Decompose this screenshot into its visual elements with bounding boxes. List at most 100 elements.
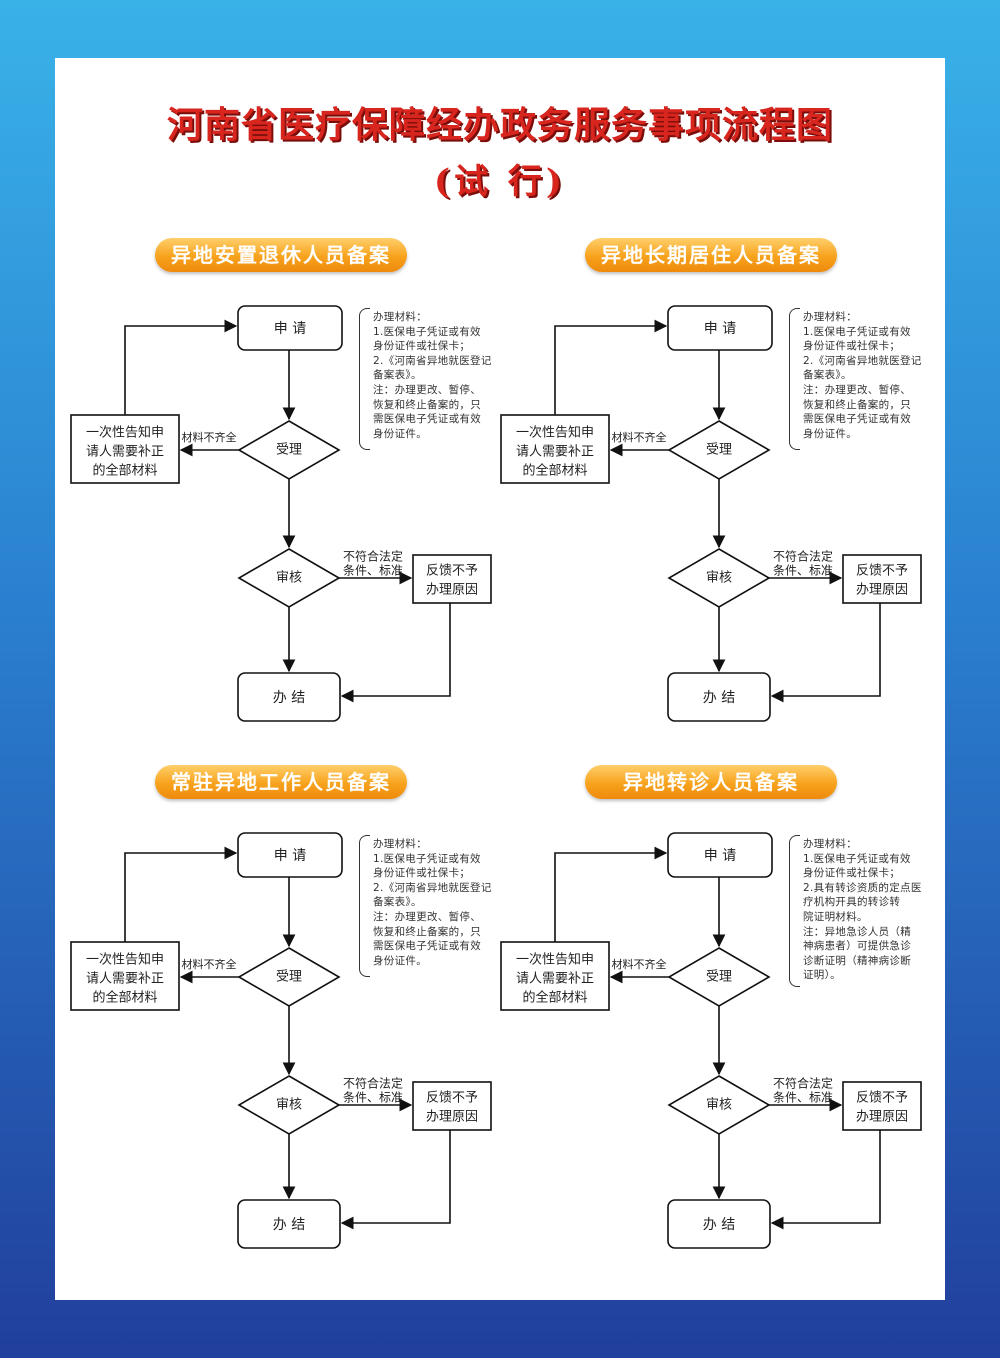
apply-step [237, 305, 343, 351]
apply-step-label: 申 请 [274, 848, 306, 864]
missing-materials-label: 材料不齐全 [612, 430, 667, 444]
review-decision-label: 审核 [706, 571, 732, 586]
apply-step [667, 305, 773, 351]
arrow-feedback-to-done [770, 603, 881, 703]
notify-box-line: 请人需要补正 [86, 445, 164, 460]
notify-box-line: 一次性告知申 [516, 952, 594, 968]
accept-decision-label: 受理 [276, 443, 302, 458]
notify-box-line: 的全部材料 [92, 463, 157, 479]
notify-box-line: 请人需要补正 [86, 972, 164, 987]
review-decision-label: 审核 [276, 1098, 302, 1113]
notes-line: 办理材料： [373, 838, 427, 850]
notes-materials: 办理材料： 1.医保电子凭证或有效身份证件或社保卡；2.《河南省异地就医登记备案表… [373, 310, 523, 441]
notes-materials: 办理材料：1.医保电子凭证或有效身份证件或社保卡；2.《河南省异地就医登记备案表… [803, 310, 953, 441]
notes-line: 2.《河南省异地就医登记 [373, 354, 492, 367]
notes-line: 办理材料： [803, 838, 857, 850]
notes-line: 身份证件或社保卡； [803, 340, 901, 353]
notify-box-line: 的全部材料 [522, 463, 587, 479]
arrow-feedback-to-done [340, 1130, 451, 1230]
notes-line: 需医保电子凭证或有效 [803, 413, 911, 426]
arrow-notify-to-apply [554, 846, 668, 942]
notes-line: 1.医保电子凭证或有效 [373, 325, 481, 338]
notes-line: 办理材料： [803, 311, 857, 323]
notes-bracket [359, 835, 370, 977]
notes-line: 备案表》。 [373, 369, 422, 382]
notify-box-line: 请人需要补正 [516, 972, 594, 987]
review-decision-label: 审核 [276, 571, 302, 586]
notes-line: 需医保电子凭证或有效 [373, 940, 481, 953]
accept-decision-label: 受理 [706, 443, 732, 458]
missing-materials-label: 材料不齐全 [182, 430, 237, 444]
arrow-notify-to-apply [124, 846, 238, 942]
done-step-label: 办 结 [703, 1217, 735, 1233]
notes-bracket [789, 308, 800, 450]
flow-banner-1: 异地安置退休人员备案 [155, 238, 407, 272]
poster-title: 河南省医疗保障经办政务服务事项流程图 [166, 104, 833, 146]
notes-line: 注：异地急诊人员（精 [803, 925, 911, 938]
apply-step [667, 832, 773, 878]
notes-line: 身份证件或社保卡； [803, 867, 901, 880]
notes-line: 1.医保电子凭证或有效 [803, 325, 911, 338]
notes-line: 身份证件。 [373, 427, 427, 440]
reject-label-line: 不符合法定 [343, 1076, 403, 1091]
notes-line: 诊断证明（精神病诊断 [803, 954, 911, 967]
reject-label-line: 条件、标准 [773, 1091, 833, 1105]
reject-label-line: 不符合法定 [773, 1076, 833, 1091]
done-step [237, 1199, 341, 1249]
done-step [667, 672, 771, 722]
notes-line: 身份证件或社保卡； [373, 867, 471, 880]
notes-bracket [359, 308, 370, 450]
notes-line: 备案表》。 [373, 896, 422, 909]
notes-materials: 办理材料：1.医保电子凭证或有效身份证件或社保卡；2.具有转诊资质的定点医疗机构… [803, 837, 953, 983]
notes-line: 疗机构开具的转诊转 [803, 896, 901, 909]
flow-banner-4: 异地转诊人员备案 [585, 765, 837, 799]
notes-line: 办理材料： [373, 311, 427, 323]
notes-line: 1.医保电子凭证或有效 [373, 852, 481, 865]
missing-materials-label: 材料不齐全 [182, 957, 237, 971]
reject-label-line: 不符合法定 [343, 549, 403, 564]
poster-sheet: 河南省医疗保障经办政务服务事项流程图 (试 行) 异地安置退休人员备案申 请受理… [55, 58, 945, 1300]
feedback-box [842, 554, 922, 604]
notify-box-line: 请人需要补正 [516, 445, 594, 460]
done-step-label: 办 结 [273, 1217, 305, 1233]
notes-line: 恢复和终止备案的，只 [373, 398, 481, 411]
notes-line: 注：办理更改、暂停、 [803, 383, 911, 396]
feedback-box-line: 办理原因 [426, 583, 478, 598]
notes-line: 证明）。 [803, 969, 841, 982]
notes-line: 2.《河南省异地就医登记 [373, 881, 492, 894]
accept-decision-label: 受理 [276, 970, 302, 985]
poster-subtitle: (试 行) [433, 162, 566, 202]
notes-line: 恢复和终止备案的，只 [373, 925, 481, 938]
feedback-box-line: 反馈不予 [856, 564, 908, 579]
arrow-feedback-to-done [340, 603, 451, 703]
done-step-label: 办 结 [273, 690, 305, 706]
notes-line: 1.医保电子凭证或有效 [803, 852, 911, 865]
apply-step-label: 申 请 [274, 321, 306, 337]
feedback-box-line: 反馈不予 [426, 564, 478, 579]
notes-line: 身份证件或社保卡； [373, 340, 471, 353]
notes-line: 身份证件。 [373, 954, 427, 967]
reject-label-line: 条件、标准 [343, 564, 403, 578]
notify-box-line: 的全部材料 [92, 990, 157, 1006]
arrow-feedback-to-done [770, 1130, 881, 1230]
feedback-box-line: 反馈不予 [426, 1091, 478, 1106]
flow-banner-3: 常驻异地工作人员备案 [155, 765, 407, 799]
done-step-label: 办 结 [703, 690, 735, 706]
feedback-box-line: 办理原因 [856, 1110, 908, 1125]
notify-box-line: 一次性告知申 [86, 952, 164, 968]
feedback-box-line: 办理原因 [856, 583, 908, 598]
notes-line: 注：办理更改、暂停、 [373, 910, 481, 923]
notes-line: 备案表》。 [803, 369, 852, 382]
apply-step-label: 申 请 [704, 321, 736, 337]
notify-box-line: 一次性告知申 [86, 425, 164, 441]
flow-banner-2: 异地长期居住人员备案 [585, 238, 837, 272]
done-step [237, 672, 341, 722]
notes-line: 院证明材料。 [803, 910, 868, 923]
notes-line: 恢复和终止备案的，只 [803, 398, 911, 411]
apply-step-label: 申 请 [704, 848, 736, 864]
reject-label-line: 条件、标准 [773, 564, 833, 578]
